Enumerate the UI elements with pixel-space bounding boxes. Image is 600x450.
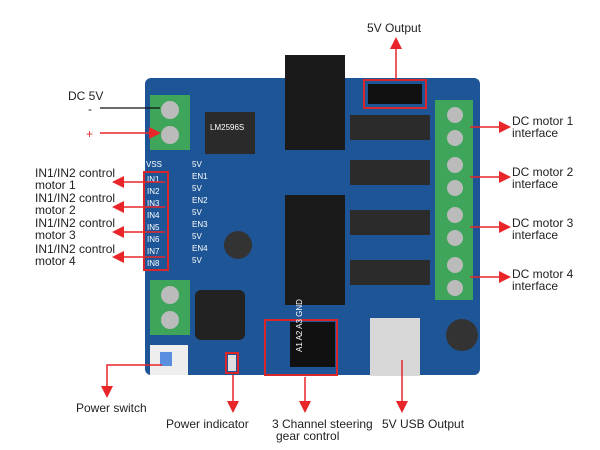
vss-label: VSS [146, 160, 162, 169]
svg-text:5V: 5V [192, 160, 202, 169]
svg-text:5V: 5V [192, 184, 202, 193]
driver-chips [350, 115, 430, 285]
regulator-chip [205, 112, 255, 154]
svg-text:IN8: IN8 [147, 259, 160, 268]
svg-text:IN6: IN6 [147, 235, 160, 244]
capacitor [224, 231, 252, 259]
heatsink [285, 55, 345, 150]
power-switch-label: Power switch [76, 401, 147, 415]
inductor [195, 290, 245, 340]
heatsink [285, 195, 345, 305]
in-pins-highlight [143, 171, 169, 271]
capacitor [446, 319, 478, 351]
5v-output-label: 5V Output [367, 21, 422, 35]
power-indicator-label: Power indicator [166, 417, 249, 431]
servo-header [290, 322, 335, 367]
svg-text:IN2: IN2 [147, 187, 160, 196]
5v-output-highlight [363, 79, 427, 109]
svg-text:EN3: EN3 [192, 220, 208, 229]
callout-arrows [100, 37, 511, 413]
svg-text:EN2: EN2 [192, 196, 208, 205]
svg-text:5V: 5V [192, 256, 202, 265]
svg-text:IN5: IN5 [147, 223, 160, 232]
chip-label: LM2596S [210, 123, 244, 132]
svg-text:IN4: IN4 [147, 211, 160, 220]
svg-text:IN1: IN1 [147, 175, 160, 184]
usb-port [370, 318, 420, 376]
svg-text:IN3: IN3 [147, 199, 160, 208]
svg-text:5V: 5V [192, 232, 202, 241]
svg-text:EN1: EN1 [192, 172, 208, 181]
en-pin-labels: 5V EN1 5V EN2 5V EN3 5V EN4 5V [192, 160, 208, 265]
dc-5v-label: DC 5V [68, 89, 104, 103]
svg-text:5V: 5V [192, 208, 202, 217]
minus-label: - [88, 102, 92, 116]
svg-text:EN4: EN4 [192, 244, 208, 253]
servo-pin-label: A1 A2 A3 GND [295, 299, 304, 352]
plus-label: + [86, 127, 94, 141]
usb-output-label: 5V USB Output [382, 417, 465, 431]
motor-terminals [435, 100, 473, 300]
power-led [228, 355, 236, 371]
svg-text:IN7: IN7 [147, 247, 160, 256]
in-pin-labels: IN1 IN2 IN3 IN4 IN5 IN6 IN7 IN8 [147, 175, 160, 268]
